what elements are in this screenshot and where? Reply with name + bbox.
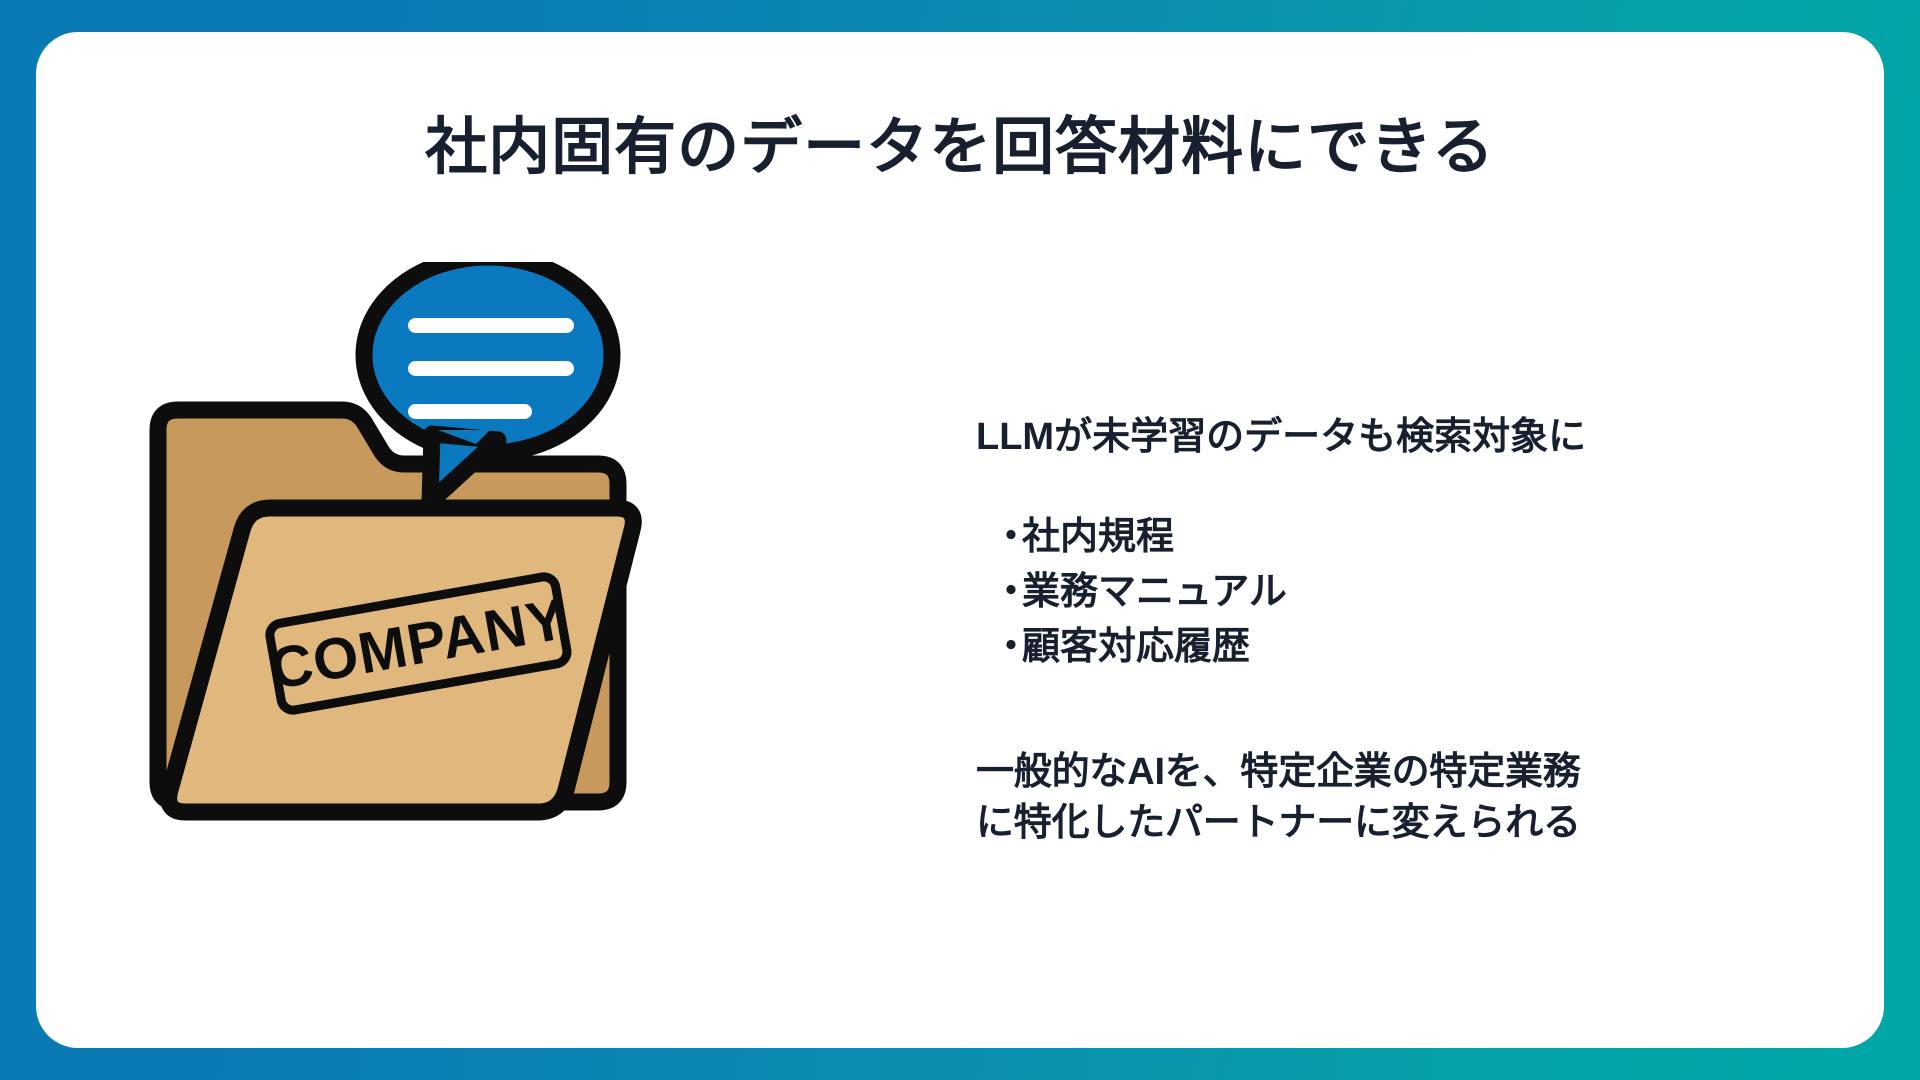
- list-item-label: 業務マニュアル: [1022, 570, 1287, 613]
- feature-bullet-list: ・社内規程 ・業務マニュアル ・顧客対応履歴: [976, 513, 1796, 671]
- bullet-marker-icon: ・: [992, 625, 1031, 668]
- lead-statement: LLMが未学習のデータも検索対象に: [976, 416, 1587, 458]
- bullet-marker-icon: ・: [992, 516, 1031, 559]
- chat-bubble-icon: [355, 262, 621, 511]
- folder-chat-illustration: COMPANY: [146, 262, 746, 842]
- list-item: ・顧客対応履歴: [992, 623, 1796, 672]
- list-item-label: 社内規程: [1022, 516, 1175, 559]
- list-item-label: 顧客対応履歴: [1022, 625, 1251, 668]
- bubble-line-3: [408, 404, 532, 419]
- list-item: ・社内規程: [992, 513, 1796, 562]
- page-title: 社内固有のデータを回答材料にできる: [425, 113, 1495, 182]
- stamp-border: [265, 572, 572, 715]
- bullet-marker-icon: ・: [992, 570, 1031, 613]
- bubble-line-1: [408, 318, 574, 333]
- bubble-line-2: [408, 361, 574, 376]
- closing-paragraph: 一般的なAIを、特定企業の特定業務 に特化したパートナーに変えられる: [976, 747, 1796, 850]
- content-card: 社内固有のデータを回答材料にできる: [36, 32, 1884, 1048]
- closing-paragraph-line-1: 一般的なAIを、特定企業の特定業務: [976, 751, 1581, 794]
- content-text-column: LLMが未学習のデータも検索対象に ・社内規程 ・業務マニュアル ・顧客対応履歴…: [976, 412, 1796, 850]
- list-item: ・業務マニュアル: [992, 568, 1796, 617]
- closing-paragraph-line-2: に特化したパートナーに変えられる: [976, 802, 1581, 845]
